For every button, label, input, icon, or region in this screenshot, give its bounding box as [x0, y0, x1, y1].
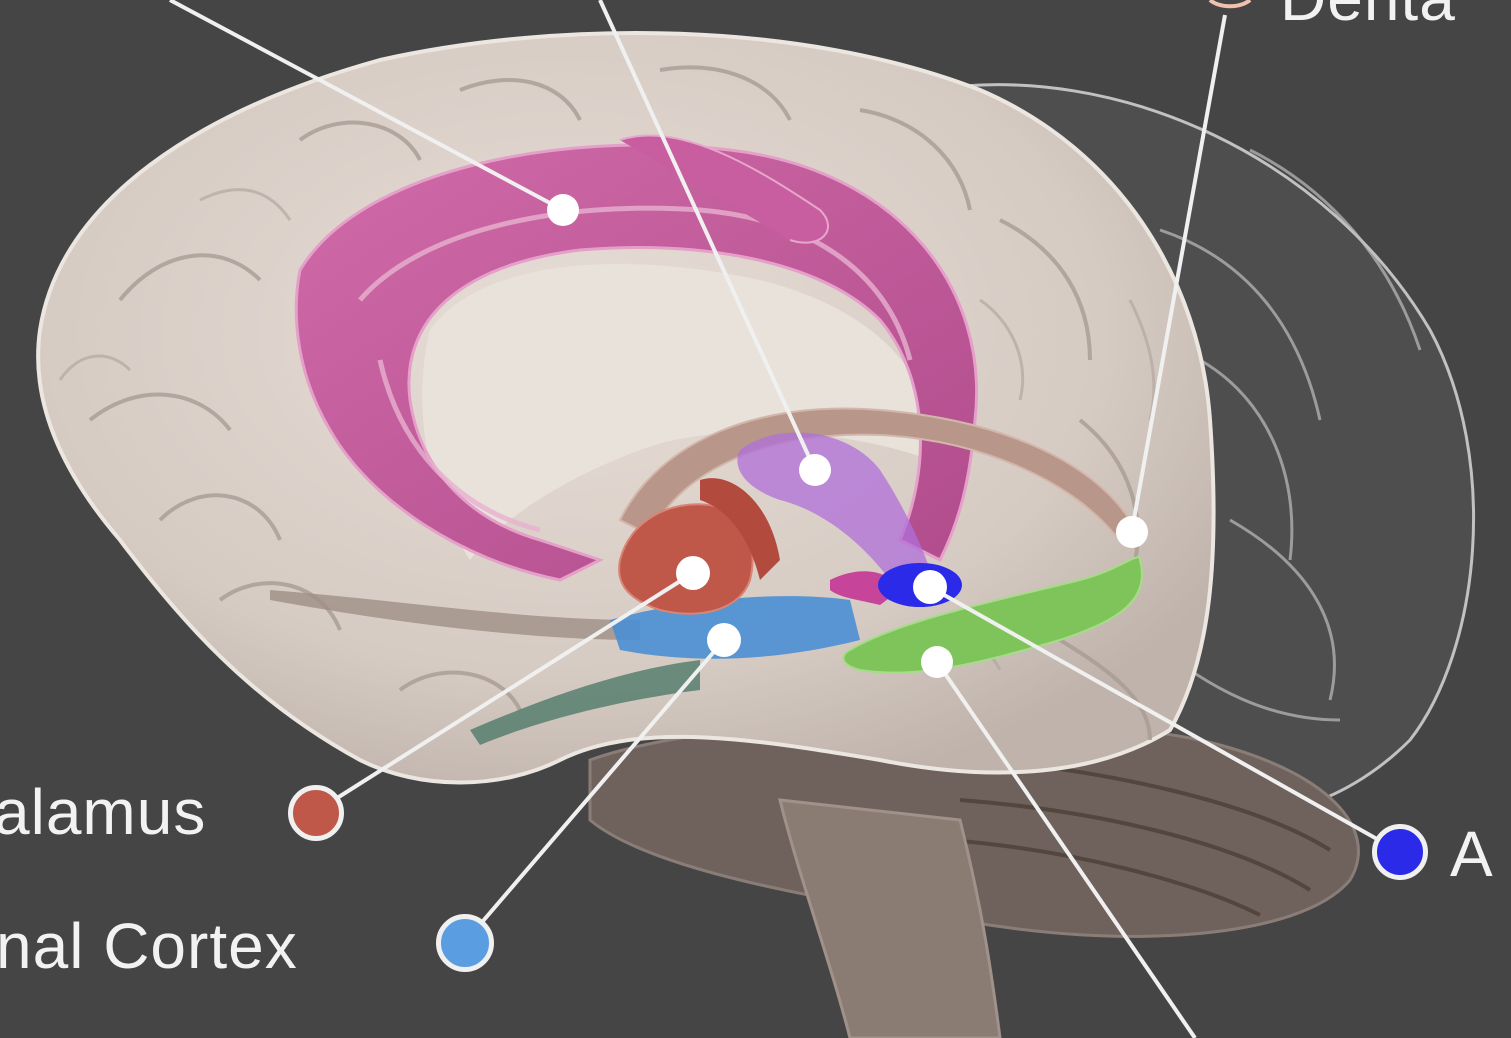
hypothalamus-label: alamus — [0, 780, 206, 844]
entorhinal-cortex-marker — [436, 914, 494, 972]
hypothalamus-marker — [288, 785, 344, 841]
entorhinal-cortex-label: nal Cortex — [0, 914, 298, 978]
amygdala-marker — [1372, 824, 1428, 880]
dentate-label: Denta — [1280, 0, 1456, 30]
amygdala-label: A — [1450, 822, 1494, 886]
